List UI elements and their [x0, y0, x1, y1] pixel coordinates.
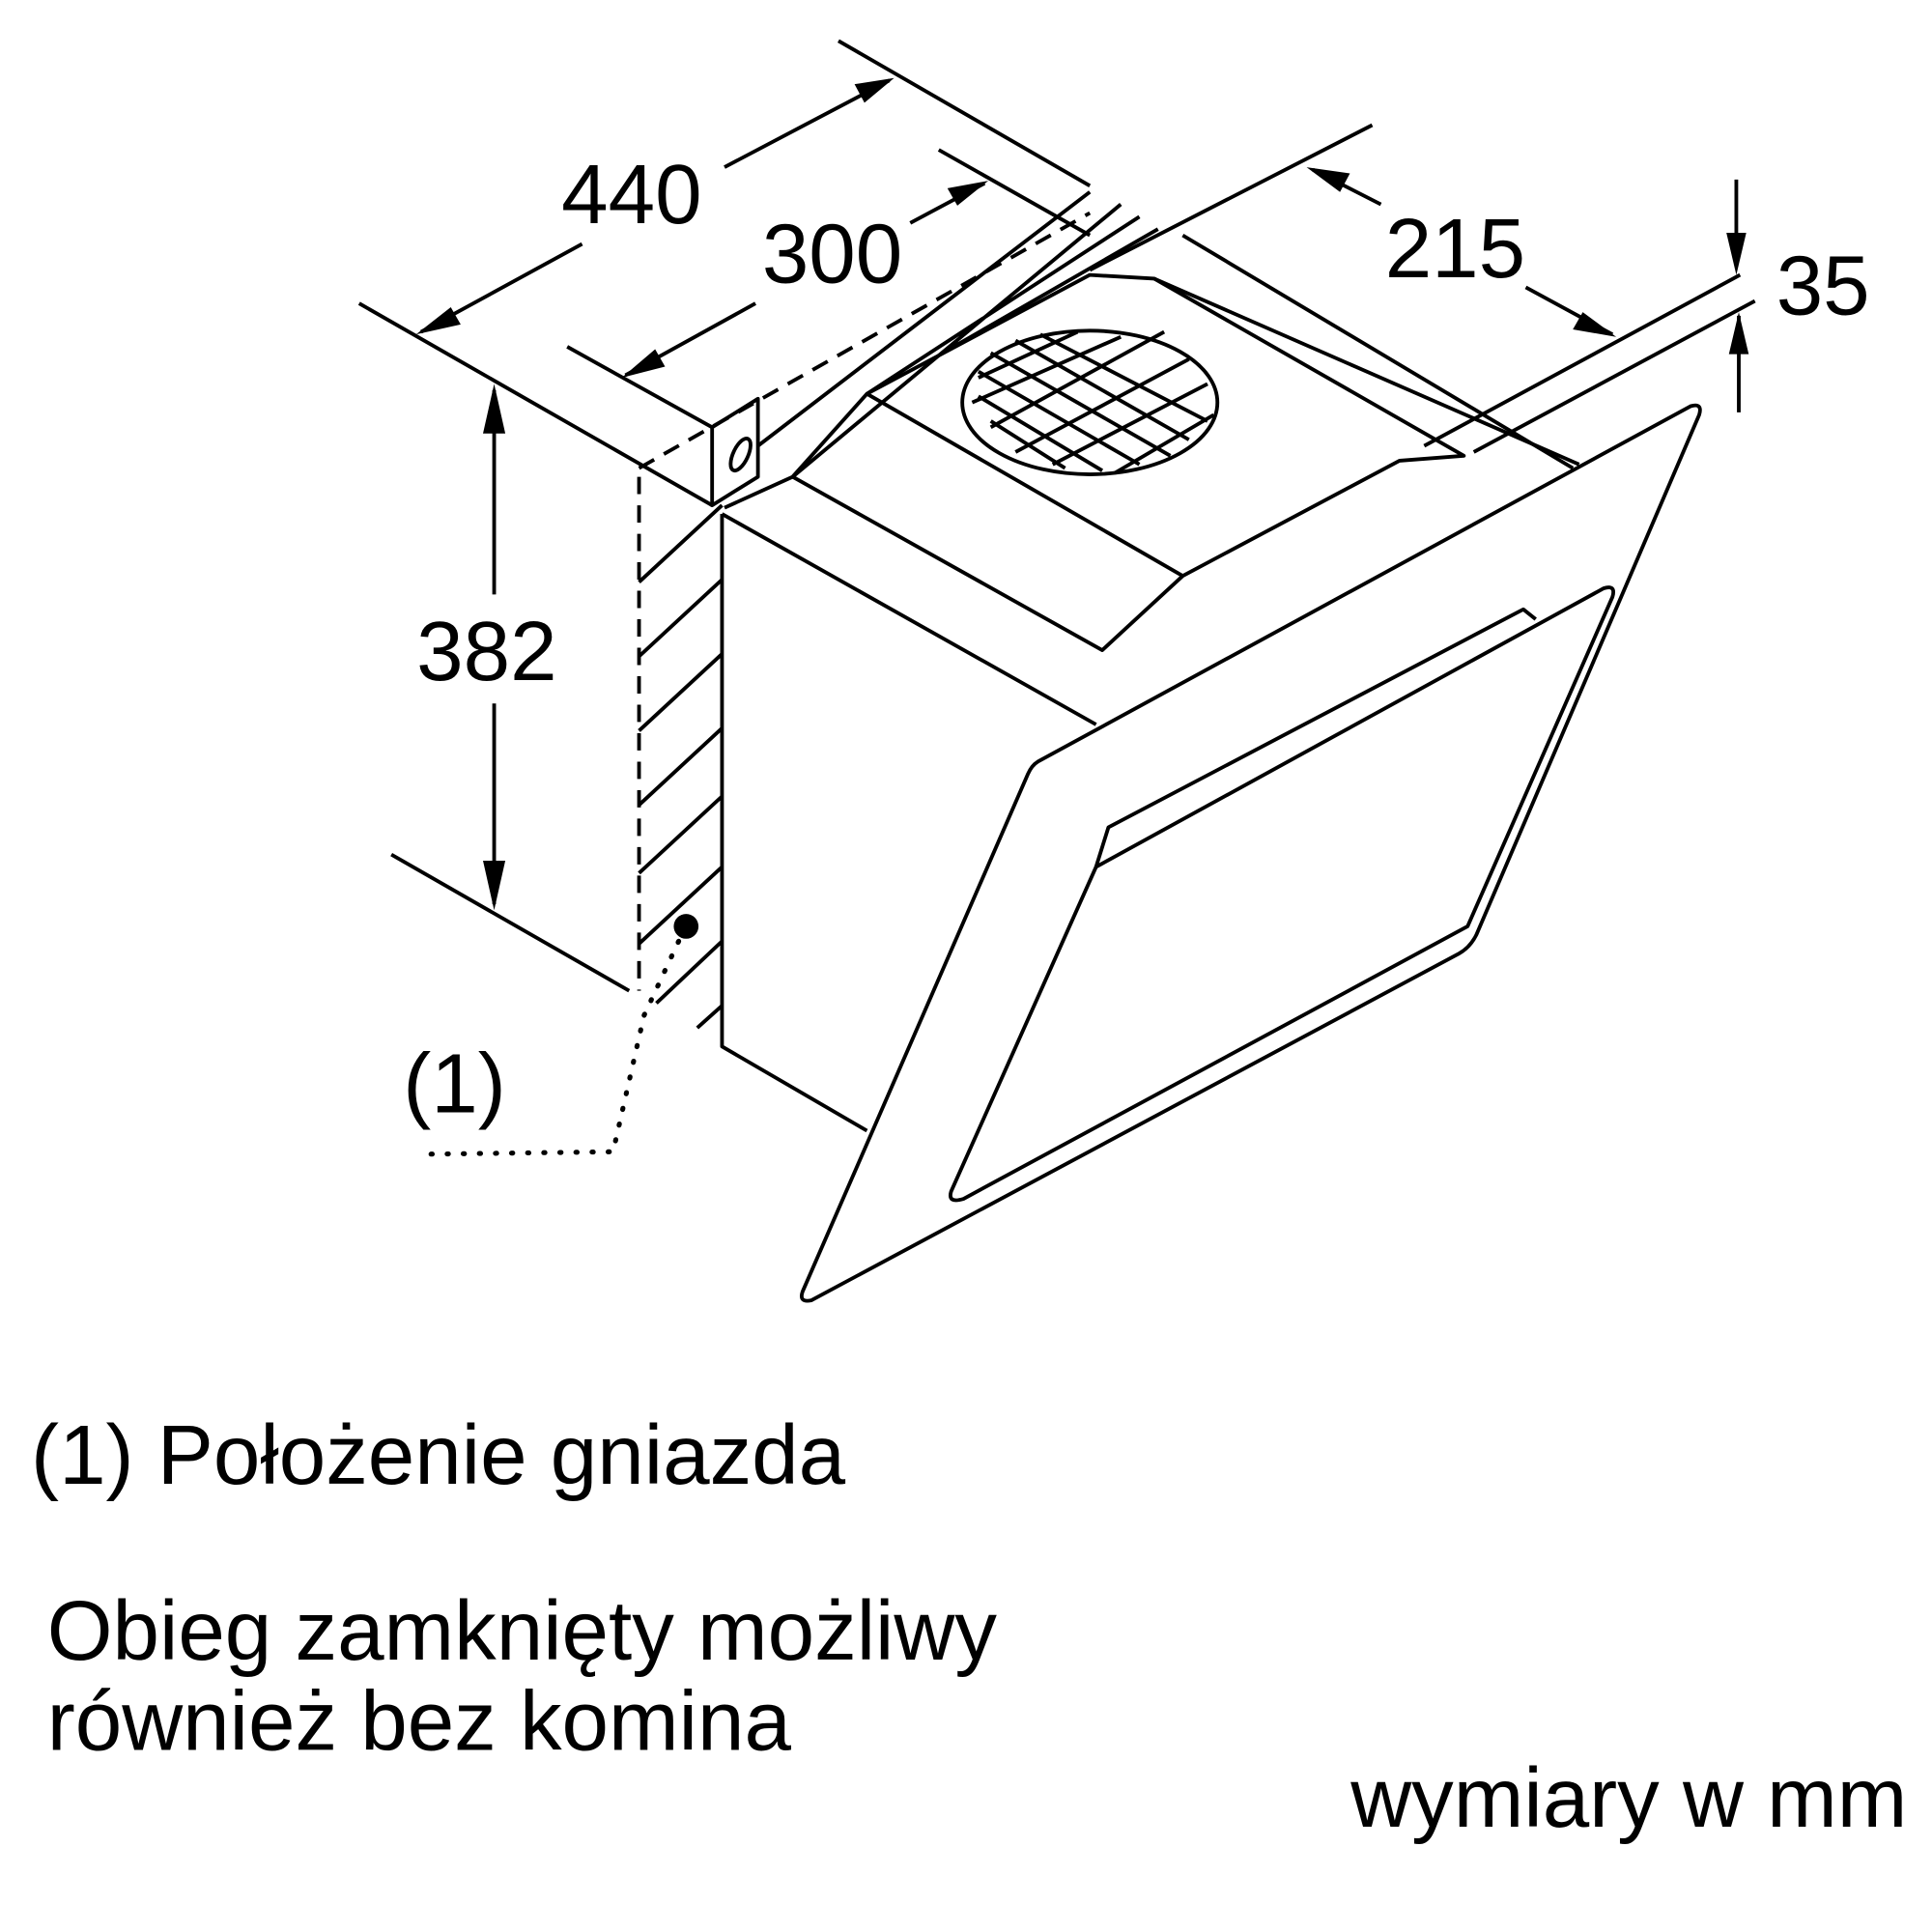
dimension-382: 382: [416, 605, 556, 698]
units-note: wymiary w mm: [1350, 1751, 1907, 1845]
dimension-440: 440: [561, 148, 701, 242]
glass-panel: [799, 403, 1702, 1303]
dimension-215: 215: [1385, 202, 1525, 296]
dimension-lines: [357, 39, 1756, 993]
callout-label: (1): [403, 1037, 506, 1130]
legend-socket-position: (1) Położenie gniazda: [31, 1408, 846, 1502]
dimension-35: 35: [1776, 240, 1870, 333]
hood-body: [710, 190, 1580, 1133]
note-line-1: Obieg zamknięty możliwy: [47, 1584, 998, 1678]
note-line-2: również bez komina: [47, 1675, 792, 1769]
dimension-300: 300: [762, 207, 902, 300]
socket-position-marker: [418, 914, 699, 1157]
wall-hatching: [637, 211, 1092, 1030]
